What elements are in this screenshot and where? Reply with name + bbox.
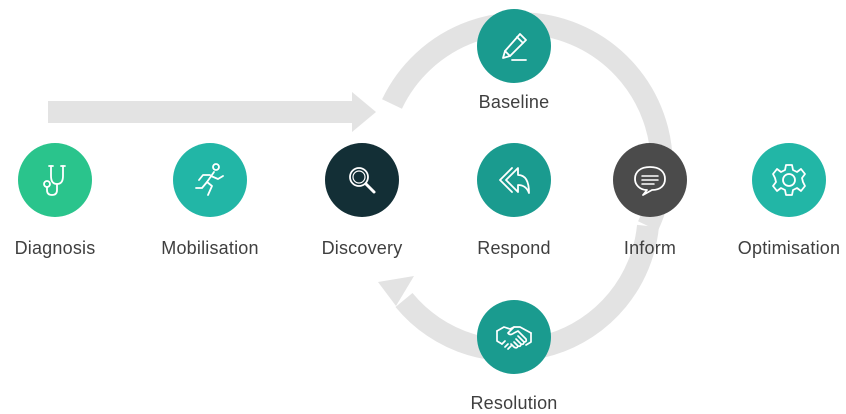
resolution-label: Resolution [470, 393, 558, 413]
mobilisation-circle [173, 143, 247, 217]
baseline-circle [477, 9, 551, 83]
diagnosis-label: Diagnosis [14, 238, 96, 258]
mobilisation-label: Mobilisation [161, 238, 259, 258]
respond-label: Respond [477, 238, 551, 258]
diagnosis-circle [18, 143, 92, 217]
stethoscope-icon [43, 165, 66, 196]
entry-arrow-head [352, 92, 376, 132]
gear-icon [772, 164, 806, 196]
speech-bubble-icon [634, 166, 666, 196]
inform-circle [613, 143, 687, 217]
baseline-label: Baseline [478, 92, 550, 112]
entry-arrow-shaft [48, 101, 354, 123]
discovery-label: Discovery [321, 238, 403, 258]
optimisation-circle [752, 143, 826, 217]
reply-arrows-icon [499, 167, 530, 194]
cycle-arc-lower [395, 224, 659, 362]
cycle-arrow-head [378, 276, 414, 306]
running-person-icon [195, 163, 224, 196]
magnifier-icon [349, 167, 376, 194]
inform-label: Inform [623, 238, 677, 258]
discovery-circle [325, 143, 399, 217]
optimisation-label: Optimisation [737, 238, 841, 258]
resolution-circle [477, 300, 551, 374]
handshake-icon [496, 326, 532, 350]
pen-icon [502, 33, 527, 61]
respond-circle [477, 143, 551, 217]
